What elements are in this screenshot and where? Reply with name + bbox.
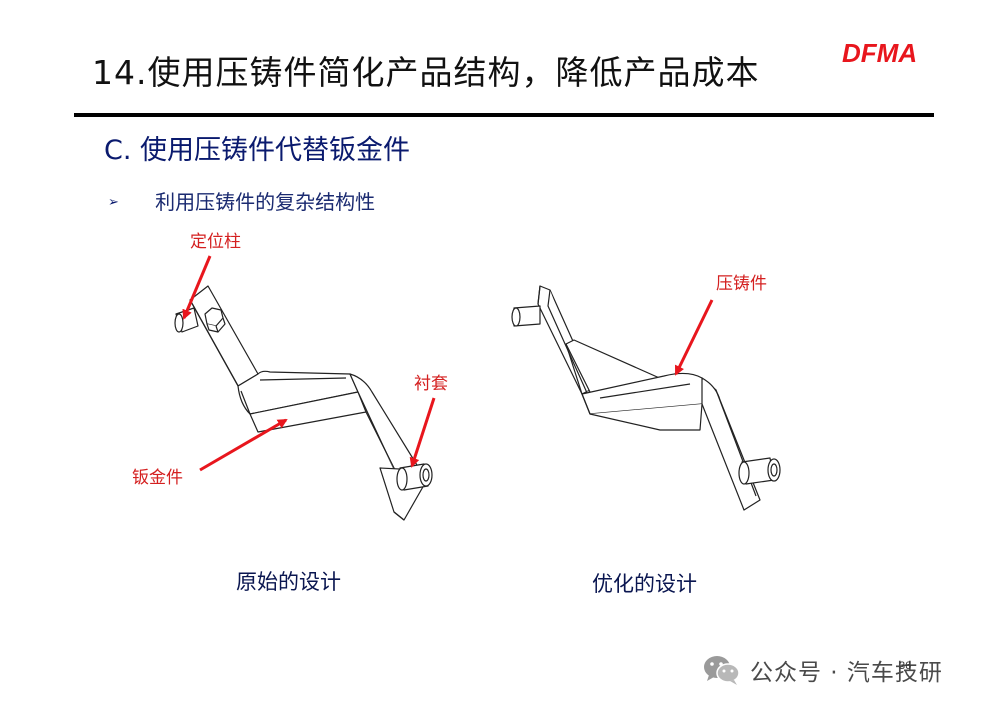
slide-title: 14.使用压铸件简化产品结构，降低产品成本: [92, 53, 760, 92]
arrow-sheet-metal: [199, 418, 288, 472]
arrow-bushing: [409, 397, 436, 468]
bullet-text: 利用压铸件的复杂结构性: [155, 190, 376, 214]
page-number: 36: [899, 660, 912, 672]
wechat-icon: [704, 656, 740, 685]
callout-die-casting: 压铸件: [716, 274, 767, 294]
brand-logo-text: DFMA: [842, 38, 918, 68]
caption-original-design: 原始的设计: [236, 570, 341, 594]
bullet-arrow-icon: ➢: [108, 195, 119, 210]
arrow-die-casting: [674, 299, 714, 376]
watermark-text: 公众号 · 汽车技研: [750, 660, 943, 686]
callout-locating-pin: 定位柱: [190, 232, 241, 252]
title-divider: [74, 113, 934, 117]
callout-sheet-metal: 钣金件: [132, 468, 183, 488]
caption-optimized-design: 优化的设计: [592, 572, 697, 596]
optimized-die-cast-part: [511, 285, 781, 511]
watermark: 公众号 · 汽车技研: [702, 652, 943, 688]
arrow-locating-pin: [182, 255, 212, 320]
callout-arrows: [182, 255, 714, 472]
callout-bushing: 衬套: [414, 374, 448, 394]
bullet-item: ➢ 利用压铸件的复杂结构性: [108, 186, 375, 215]
original-sheet-metal-part: [174, 285, 433, 521]
section-subtitle: C. 使用压铸件代替钣金件: [104, 135, 411, 166]
